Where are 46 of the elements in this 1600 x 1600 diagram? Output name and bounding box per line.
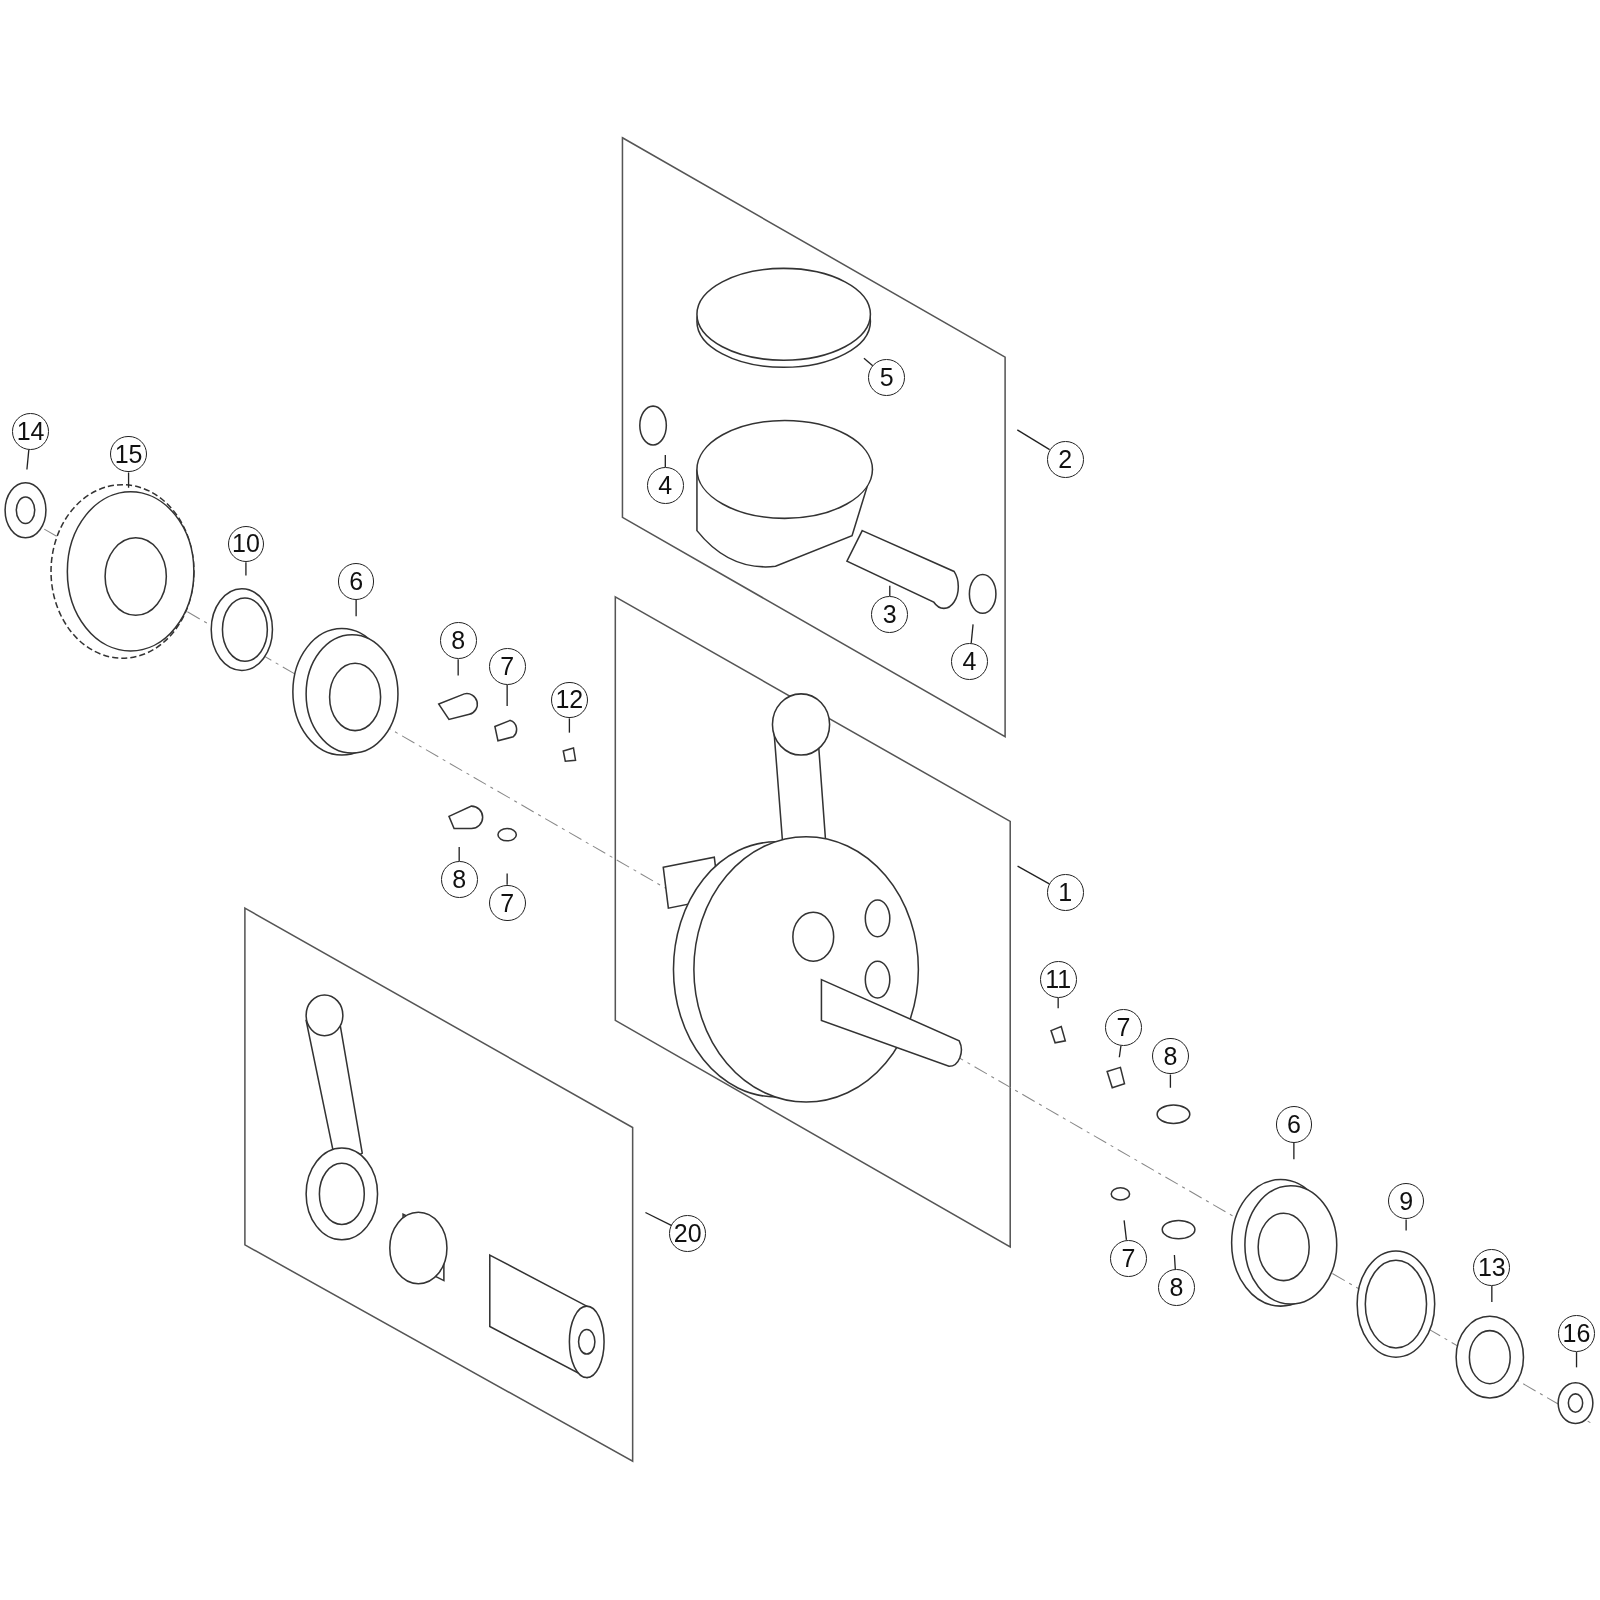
callout-number: 11 — [1039, 961, 1077, 998]
leader-line — [1169, 1073, 1172, 1089]
callout-number: 15 — [110, 435, 147, 473]
callout-number: 14 — [12, 413, 49, 450]
callout-number: 7 — [1105, 1009, 1142, 1046]
callout-number: 7 — [488, 647, 526, 685]
leader-line — [863, 357, 874, 367]
leader-line — [26, 449, 30, 471]
callout-number: 9 — [1387, 1182, 1425, 1220]
callout-number: 7 — [1110, 1239, 1147, 1277]
leader-line — [1491, 1285, 1493, 1303]
callout-number: 6 — [337, 563, 375, 600]
leader-line — [506, 872, 508, 886]
leader-line — [970, 623, 974, 644]
leader-line — [127, 471, 130, 489]
callout-number: 13 — [1473, 1248, 1511, 1286]
callout-number: 5 — [868, 359, 906, 396]
callout-number: 1 — [1046, 874, 1084, 912]
callout-number: 8 — [440, 861, 478, 898]
leader-line — [644, 1211, 672, 1227]
leader-line — [1405, 1218, 1407, 1232]
leader-line — [245, 561, 247, 577]
callout-number: 6 — [1275, 1106, 1313, 1143]
callout-number: 10 — [227, 525, 265, 563]
leader-line — [1123, 1219, 1128, 1241]
callout-number: 4 — [646, 467, 684, 505]
callout-number: 3 — [871, 595, 909, 633]
callout-number: 8 — [1158, 1269, 1195, 1307]
leader-line — [568, 717, 571, 734]
leader-line — [355, 599, 357, 617]
callout-number: 7 — [488, 884, 526, 922]
callout-number: 4 — [951, 642, 988, 680]
callout-number: 8 — [439, 622, 477, 660]
callout-number: 8 — [1152, 1037, 1189, 1075]
callout-number: 16 — [1558, 1315, 1595, 1353]
leader-line — [1173, 1254, 1176, 1271]
callout-number: 2 — [1046, 440, 1084, 478]
leader-line — [1293, 1142, 1295, 1160]
leader-line — [458, 846, 460, 862]
leader-line — [664, 454, 666, 468]
callout-number: 20 — [669, 1215, 707, 1253]
callout-number: 12 — [551, 681, 588, 719]
leader-line — [1016, 429, 1051, 451]
leader-line — [506, 684, 508, 707]
leader-line — [1016, 865, 1050, 885]
leader-line — [889, 585, 891, 597]
